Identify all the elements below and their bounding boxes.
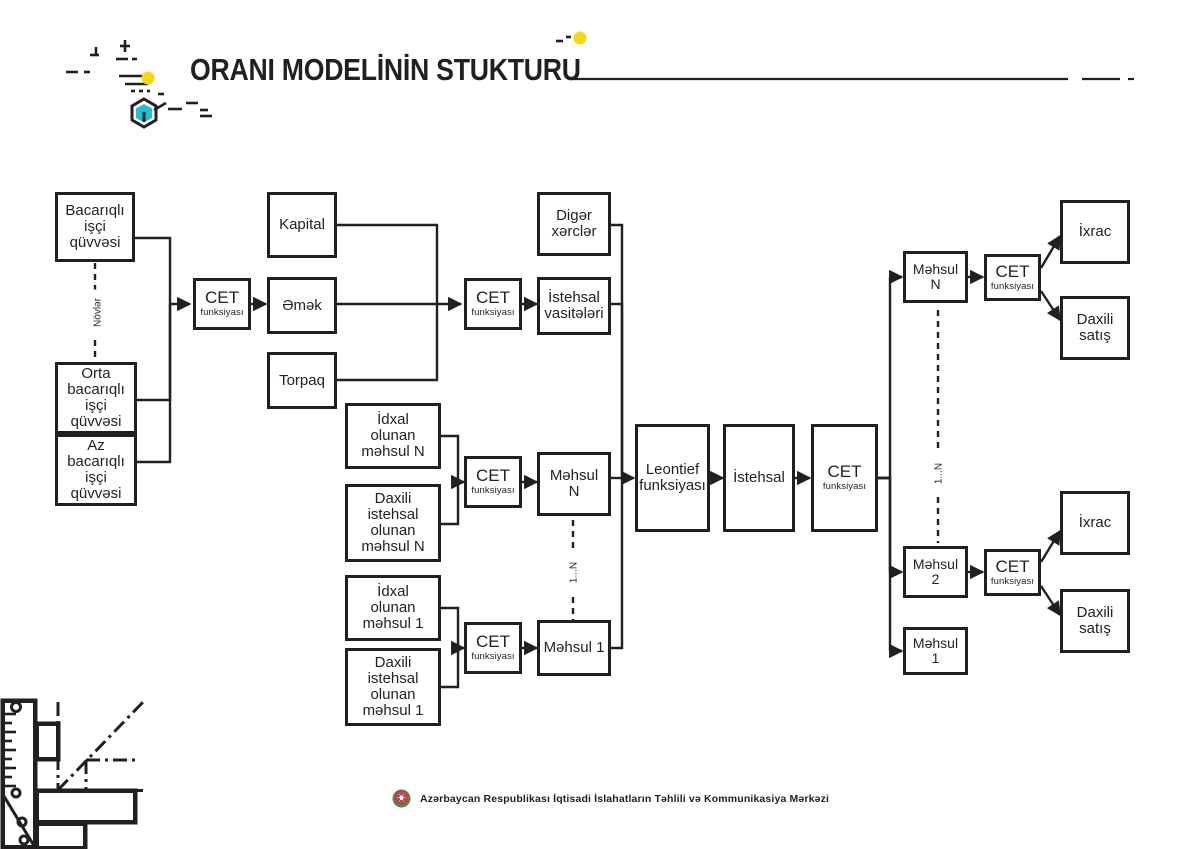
node-label: Torpaq xyxy=(279,371,325,389)
node-sublabel: funksiyası xyxy=(471,307,515,319)
node-daxili-istehsal-mehsul-n[interactable]: Daxili istehsal olunan məhsul N xyxy=(345,484,441,562)
node-label: CET xyxy=(995,556,1030,576)
annotation-range-right: 1...N xyxy=(931,451,947,496)
node-label: Məhsul 1 xyxy=(543,639,605,657)
node-label: Daxili istehsal olunan məhsul 1 xyxy=(362,654,424,719)
node-label: Orta bacarıqlı işçi qüvvəsi xyxy=(67,365,125,430)
node-label: İstehsal xyxy=(733,469,785,487)
node-mehsul-2-out[interactable]: Məhsul 2 xyxy=(903,546,968,598)
edge-idxal-n xyxy=(441,434,460,482)
node-label: CET xyxy=(827,462,862,482)
edge-daxili-n xyxy=(441,482,460,526)
footer: Azərbaycan Respublikası İqtisadi İslahat… xyxy=(392,789,829,808)
edge-cetout-to-mehsuln xyxy=(878,277,892,480)
edge-kapital-merge xyxy=(337,223,439,304)
edge-cet-to-daxili-bottom xyxy=(1039,585,1062,617)
node-label: CET xyxy=(476,466,510,486)
node-leontief[interactable]: Leontief funksiyası xyxy=(635,424,710,532)
node-sublabel: funksiyası xyxy=(471,485,515,497)
edge-idxal-1 xyxy=(441,606,460,648)
edge-cet-to-daxili-top xyxy=(1039,290,1062,322)
edge-istehsalvasiteler-bus xyxy=(611,302,624,478)
node-cet-export-top[interactable]: CET funksiyası xyxy=(984,254,1041,301)
node-label: Kapital xyxy=(279,216,325,234)
edge-low-to-cet xyxy=(137,304,172,464)
node-sublabel: funksiyası xyxy=(822,481,867,493)
node-label: Daxili satış xyxy=(1076,311,1114,344)
node-cet-labor[interactable]: CET funksiyası xyxy=(193,278,251,330)
edge-daxili-1 xyxy=(441,648,460,689)
node-mehsul-1-out[interactable]: Məhsul 1 xyxy=(903,627,968,675)
node-label: Digər xərclər xyxy=(551,207,597,240)
node-label: Məhsul 1 xyxy=(912,635,959,666)
edge-skilled-to-cet xyxy=(135,236,172,304)
node-daxili-satis-bottom[interactable]: Daxili satış xyxy=(1060,589,1130,653)
node-daxili-satis-top[interactable]: Daxili satış xyxy=(1060,296,1130,360)
node-label: CET xyxy=(995,261,1030,281)
node-mehsul-1-mid[interactable]: Məhsul 1 xyxy=(537,620,611,676)
edge-cet-to-ixrac-top xyxy=(1039,234,1062,269)
node-cet-output[interactable]: CET funksiyası xyxy=(811,424,878,532)
node-idxal-mehsul-n[interactable]: İdxal olunan məhsul N xyxy=(345,403,441,469)
edge-mehsul1-bus xyxy=(611,478,624,650)
node-istehsal-vasiteleri[interactable]: İstehsal vasitələri xyxy=(537,277,611,335)
azerbaijan-emblem-icon xyxy=(392,789,411,808)
node-diger-xercler[interactable]: Digər xərclər xyxy=(537,192,611,256)
edge-digerxercler-bus xyxy=(611,223,624,478)
node-medium-skilled-labor[interactable]: Orta bacarıqlı işçi qüvvəsi xyxy=(55,362,137,434)
node-istehsal[interactable]: İstehsal xyxy=(723,424,795,532)
node-mehsul-n-mid[interactable]: Məhsul N xyxy=(537,452,611,516)
node-label: Əmək xyxy=(282,296,322,314)
node-cet-factors[interactable]: CET funksiyası xyxy=(464,278,522,330)
page-title: ORANI MODELİNİN STUKTURU xyxy=(190,52,581,87)
deco-dot-yellow xyxy=(141,71,155,85)
node-sublabel: funksiyası xyxy=(471,651,515,663)
edge-torpaq-merge xyxy=(337,304,439,382)
node-label: CET xyxy=(476,632,510,652)
node-label: Daxili istehsal olunan məhsul N xyxy=(361,490,425,555)
node-cet-export-bottom[interactable]: CET funksiyası xyxy=(984,549,1041,596)
node-label: Daxili satış xyxy=(1076,604,1114,637)
node-daxili-istehsal-mehsul-1[interactable]: Daxili istehsal olunan məhsul 1 xyxy=(345,648,441,726)
node-label: Məhsul 2 xyxy=(912,556,959,587)
node-label: Bacarıqlı işçi qüvvəsi xyxy=(65,202,125,251)
node-low-skilled-labor[interactable]: Az bacarıqlı işçi qüvvəsi xyxy=(55,434,137,506)
annotation-novler: Növlər xyxy=(90,289,106,336)
drafting-square-decoration xyxy=(0,698,147,849)
node-kapital[interactable]: Kapital xyxy=(267,192,337,258)
node-label: İxrac xyxy=(1078,514,1112,532)
node-ixrac-bottom[interactable]: İxrac xyxy=(1060,491,1130,555)
footer-text: Azərbaycan Respublikası İqtisadi İslahat… xyxy=(420,792,830,805)
deco-dot-yellow xyxy=(573,31,587,45)
node-idxal-mehsul-1[interactable]: İdxal olunan məhsul 1 xyxy=(345,575,441,641)
node-label: İdxal olunan məhsul 1 xyxy=(362,583,424,632)
node-label: İstehsal vasitələri xyxy=(544,289,604,322)
node-cet-mehsul-1[interactable]: CET funksiyası xyxy=(464,622,522,674)
edge-cet-to-ixrac-bottom xyxy=(1039,529,1062,563)
annotation-range-mid: 1...N xyxy=(566,550,582,595)
edge-medium-to-cet xyxy=(137,304,172,402)
node-label: Az bacarıqlı işçi qüvvəsi xyxy=(67,437,125,502)
node-torpaq[interactable]: Torpaq xyxy=(267,352,337,409)
node-emek[interactable]: Əmək xyxy=(267,277,337,334)
node-label: İxrac xyxy=(1078,223,1112,241)
edge-cetout-to-mehsul2 xyxy=(878,476,892,572)
node-label: Məhsul N xyxy=(549,467,599,500)
node-label: CET xyxy=(205,288,239,308)
node-sublabel: funksiyası xyxy=(200,307,244,319)
node-ixrac-top[interactable]: İxrac xyxy=(1060,200,1130,264)
node-label: CET xyxy=(476,288,510,308)
node-skilled-labor[interactable]: Bacarıqlı işçi qüvvəsi xyxy=(55,192,135,262)
node-sublabel: funksiyası xyxy=(990,575,1035,587)
node-sublabel: funksiyası xyxy=(990,280,1035,292)
hexagon-icon xyxy=(130,97,158,129)
node-cet-mehsul-n[interactable]: CET funksiyası xyxy=(464,456,522,508)
node-label: İdxal olunan məhsul N xyxy=(361,411,425,460)
edge-cetout-to-mehsul1 xyxy=(878,476,892,651)
node-mehsul-n-out[interactable]: Məhsul N xyxy=(903,251,968,303)
node-label: Məhsul N xyxy=(912,261,959,292)
node-label: Leontief funksiyası xyxy=(639,461,706,494)
